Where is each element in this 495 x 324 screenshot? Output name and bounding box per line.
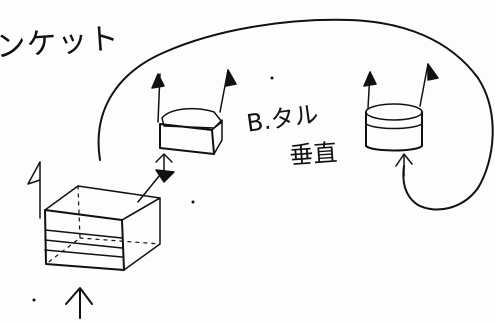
box-middle <box>159 107 223 155</box>
flag-right-box-2 <box>419 63 439 107</box>
loop-outline <box>97 18 494 211</box>
arrow-up-right-box <box>395 153 413 177</box>
flag-right-box-1 <box>363 71 377 109</box>
label-blanket: ンケット <box>0 21 121 65</box>
dot <box>32 298 36 302</box>
dot <box>191 200 195 204</box>
box-left <box>44 185 161 271</box>
flag-left-box-2 <box>137 169 175 203</box>
arrow-up-left-box <box>65 287 93 319</box>
flag-middle-box-2 <box>219 69 237 113</box>
dot <box>270 76 274 80</box>
box-right <box>365 103 423 152</box>
flag-left-box-1 <box>27 161 41 219</box>
flag-middle-box-1 <box>151 73 165 123</box>
arrow-up-middle-box <box>155 153 173 173</box>
label-vertical: 垂直 <box>288 138 339 170</box>
